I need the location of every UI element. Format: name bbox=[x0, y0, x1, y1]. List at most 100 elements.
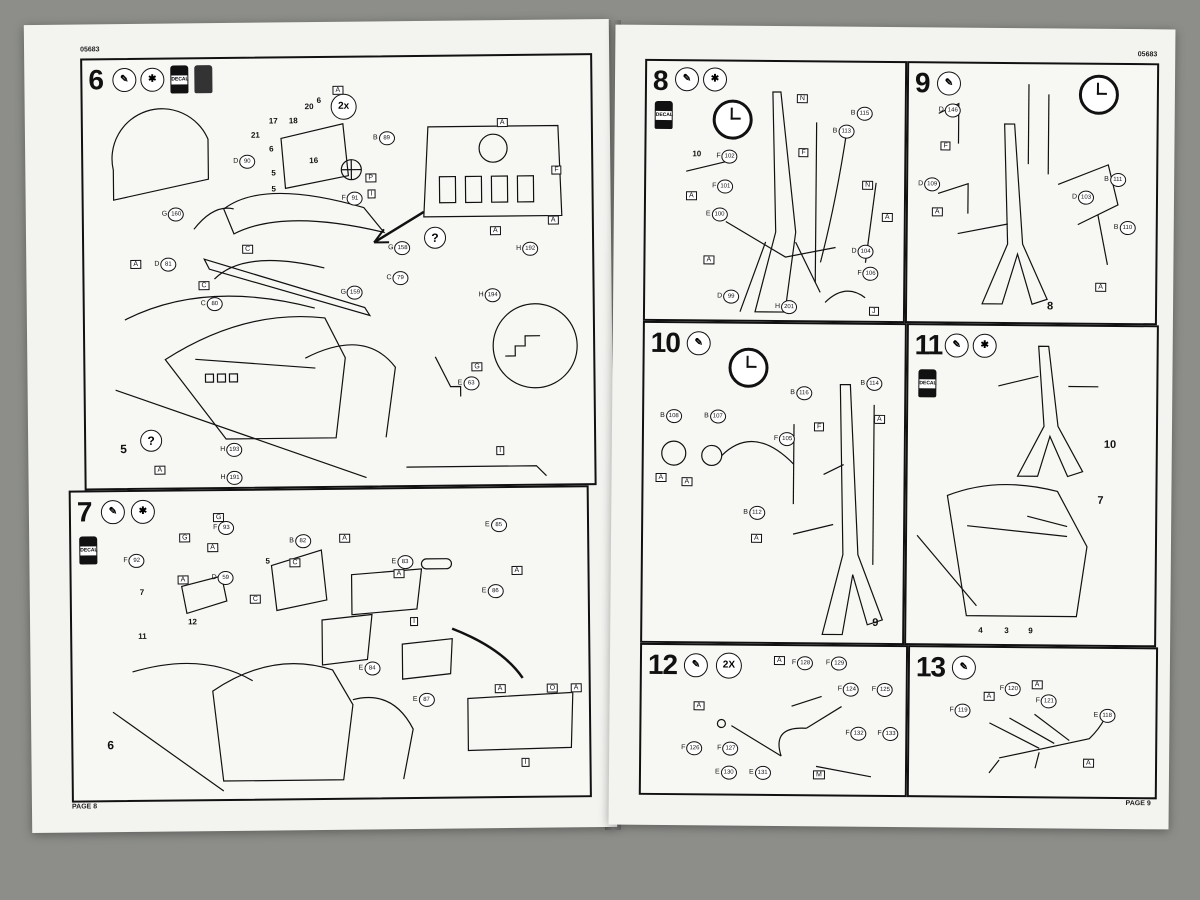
page-number: PAGE 9 bbox=[1125, 800, 1151, 808]
flag-A6: A bbox=[493, 684, 506, 694]
flag-A3: A bbox=[337, 533, 350, 543]
flag-A7: A bbox=[152, 465, 166, 475]
callout-20: 20 bbox=[304, 102, 314, 112]
callout-21: 21 bbox=[250, 130, 260, 140]
callout-9: 9 bbox=[1028, 626, 1033, 636]
flag-I: I bbox=[408, 616, 419, 627]
flag-O: O bbox=[545, 683, 559, 693]
callout-10: 10 bbox=[1103, 438, 1117, 451]
flag-I2: I bbox=[519, 757, 530, 767]
question-icon-2: ? bbox=[140, 429, 163, 452]
flag-A2: A bbox=[176, 575, 189, 585]
kit-code: 05683 bbox=[80, 46, 100, 54]
flag-C2: C bbox=[287, 558, 301, 568]
step-11-drawing bbox=[916, 345, 1099, 618]
flag-A5: C bbox=[196, 281, 210, 291]
callout-6b: 6 bbox=[269, 144, 274, 154]
flag-A2: A bbox=[1030, 680, 1043, 690]
flag-A2: A bbox=[495, 118, 508, 128]
step-10-drawing bbox=[661, 383, 884, 636]
flag-A4: A bbox=[392, 569, 405, 579]
callout-10: 10 bbox=[692, 149, 702, 159]
flag-A6: A bbox=[488, 226, 501, 236]
flag-A4: A bbox=[128, 259, 142, 269]
flag-A: A bbox=[330, 85, 344, 95]
flag-F: F bbox=[938, 141, 951, 151]
assembly-6-label: 6 bbox=[107, 738, 115, 753]
flag-A: A bbox=[982, 691, 995, 701]
flag-A7: A bbox=[569, 683, 582, 693]
flag-A: A bbox=[772, 655, 785, 666]
callout-5b: 5 bbox=[271, 184, 277, 194]
flag-I: I bbox=[366, 189, 376, 199]
flag-N2: N bbox=[860, 180, 874, 190]
step-7-drawing bbox=[112, 549, 574, 792]
step-6-drawing bbox=[111, 108, 578, 479]
flag-A4: A bbox=[749, 533, 762, 543]
quantity-2x-badge: 2x bbox=[330, 93, 357, 120]
flag-F: F bbox=[812, 422, 825, 432]
callout-12: 12 bbox=[187, 617, 197, 627]
flag-A2: A bbox=[654, 472, 667, 483]
step-13-drawing bbox=[988, 713, 1105, 774]
question-icon: ? bbox=[423, 226, 447, 249]
kit-code: 05683 bbox=[1137, 51, 1158, 59]
callout-8: 8 bbox=[1047, 300, 1054, 313]
callout-4: 4 bbox=[978, 625, 983, 635]
callout-6: 6 bbox=[316, 95, 322, 106]
callout-5: 5 bbox=[265, 556, 270, 566]
callout-17: 17 bbox=[268, 116, 278, 126]
callout-7: 7 bbox=[1097, 494, 1104, 507]
flag-A3: A bbox=[880, 212, 893, 222]
flag-F: F bbox=[796, 148, 809, 158]
flag-N: N bbox=[795, 94, 808, 104]
callout-9: 9 bbox=[872, 616, 879, 629]
flag-F: F bbox=[549, 165, 562, 175]
flag-C: C bbox=[248, 594, 261, 604]
step-12-drawing bbox=[716, 695, 872, 778]
flag-A3: A bbox=[1081, 758, 1094, 768]
flag-A2: A bbox=[701, 255, 715, 265]
